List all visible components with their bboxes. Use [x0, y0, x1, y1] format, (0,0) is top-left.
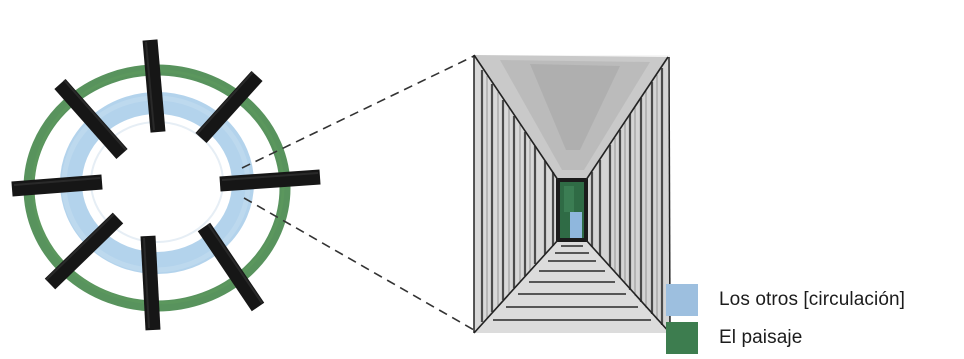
radial-plan-drawing — [12, 40, 320, 330]
corridor-circulation-view — [570, 212, 582, 238]
legend: Los otros [circulación] El paisaje — [666, 284, 962, 356]
zoom-line-top — [242, 56, 474, 168]
legend-label-landscape: El paisaje — [719, 327, 802, 349]
legend-item-circulation: Los otros [circulación] — [666, 284, 962, 316]
corridor-perspective-drawing — [474, 55, 670, 333]
zoom-lines — [242, 56, 474, 330]
wall-west — [12, 182, 102, 189]
legend-item-landscape: El paisaje — [666, 322, 962, 354]
legend-swatch-circulation — [666, 284, 698, 316]
legend-label-circulation: Los otros [circulación] — [719, 289, 905, 311]
legend-swatch-landscape — [666, 322, 698, 354]
wall-north — [150, 40, 158, 132]
